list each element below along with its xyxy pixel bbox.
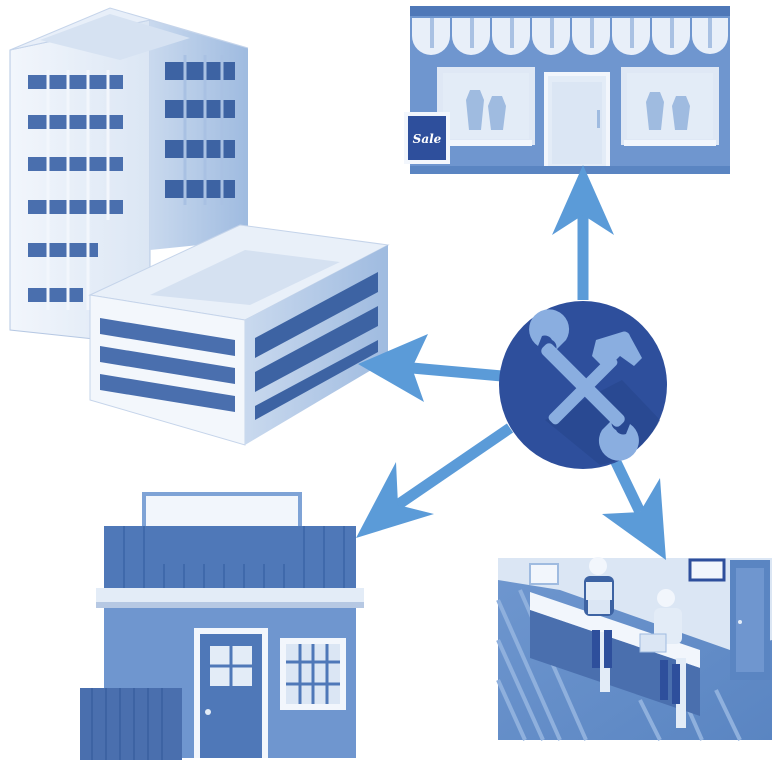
arrow-to-store	[552, 165, 614, 300]
arrow-to-office	[358, 334, 503, 402]
small-shop-icon	[80, 492, 364, 760]
sale-sign-text: Sale	[413, 132, 442, 146]
arrow-to-counter	[602, 455, 666, 560]
storefront-icon: Sale	[404, 6, 730, 174]
arrow-to-shop	[356, 423, 514, 538]
wrench-and-hammer-icon	[499, 301, 667, 469]
office-building-icon	[9, 7, 390, 446]
service-counter-icon	[496, 557, 772, 741]
